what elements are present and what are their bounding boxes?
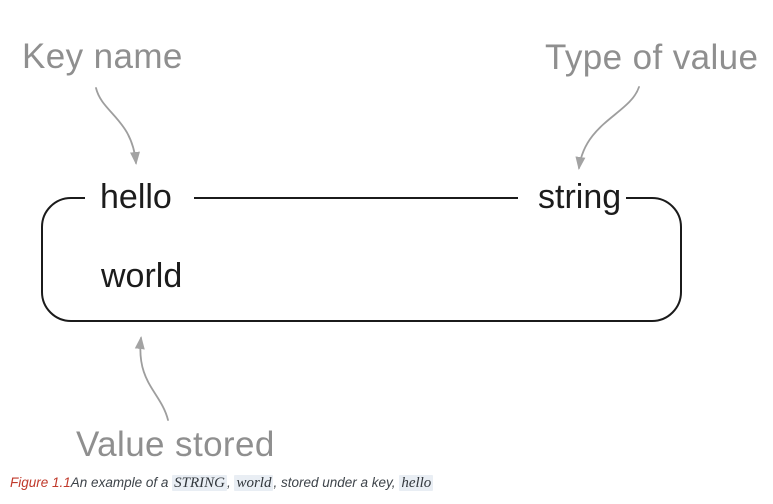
arrow-value-stored-icon	[134, 336, 169, 421]
figure-caption: Figure 1.1An example of a STRING, world,…	[10, 473, 434, 493]
caption-text-3: , stored under a key,	[273, 475, 400, 490]
arrow-key-name-icon	[95, 87, 140, 165]
caption-text-2: ,	[226, 475, 235, 490]
type-of-value-label: Type of value	[545, 38, 759, 77]
type-text: string	[518, 176, 627, 218]
caption-code-key: hello	[399, 475, 434, 491]
key-name-label: Key name	[22, 37, 183, 76]
caption-text-1: An example of a	[70, 475, 173, 490]
caption-code-value: world	[234, 475, 274, 491]
value-stored-label: Value stored	[76, 425, 275, 464]
key-text: hello	[85, 176, 194, 218]
caption-code-type: STRING	[172, 475, 227, 491]
record-box	[41, 197, 682, 322]
figure-number: Figure 1.1	[10, 475, 71, 490]
value-text: world	[101, 257, 183, 295]
arrow-type-of-value-icon	[575, 86, 640, 170]
